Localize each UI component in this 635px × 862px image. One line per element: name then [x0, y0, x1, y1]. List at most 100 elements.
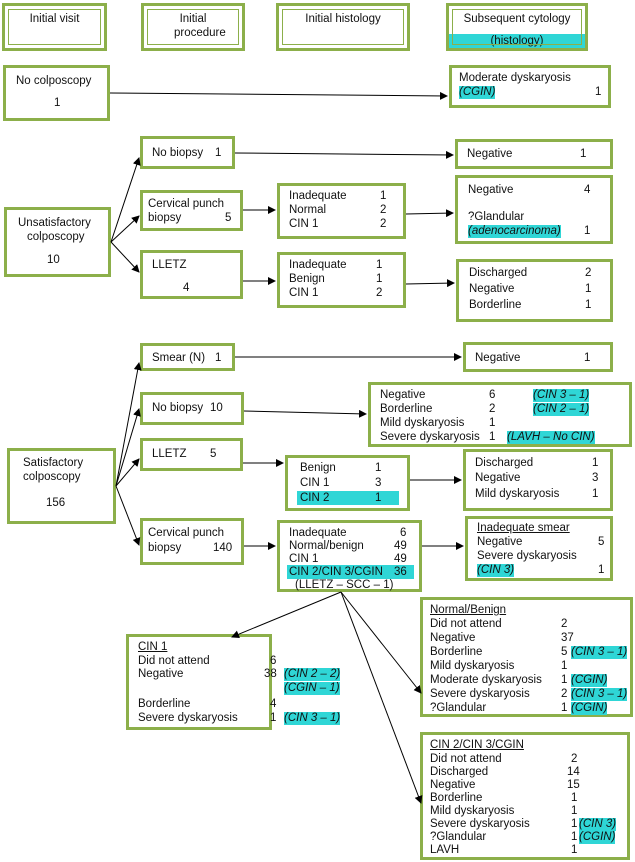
sat-punch-histology-box: Inadequate 6 Normal/benign 49 CIN 1 49 C…	[277, 520, 422, 592]
cin23-title: CIN 2/CIN 3/CGIN	[430, 739, 524, 751]
result-label: Negative	[477, 536, 523, 548]
sat-label-2: colposcopy	[23, 471, 81, 483]
sat-no-biopsy-label: No biopsy	[152, 402, 204, 414]
histology-count: 2	[376, 287, 383, 299]
normal-benign-title: Normal/Benign	[430, 604, 507, 616]
histology-count: 1	[380, 190, 387, 202]
result-hist: (CIN 3 – 1)	[571, 688, 628, 701]
sat-lletz-cin2-highlight	[297, 491, 399, 505]
result-label: Severe dyskaryosis	[430, 818, 530, 830]
sat-smear-result-box: Negative 1	[463, 342, 613, 372]
result-hist: (LAVH – No CIN)	[507, 431, 595, 444]
sat-punch-inadequate-box: Inadequate smear Negative 5 Severe dyska…	[465, 516, 613, 581]
arrow-line	[115, 458, 140, 487]
result-count: 1	[585, 299, 592, 311]
sat-punch-box: Cervical punch biopsy 140	[140, 518, 244, 565]
result-label: Borderline	[430, 792, 483, 804]
no-colposcopy-result-hist: (CGIN)	[459, 86, 496, 99]
result-label: Negative	[469, 283, 515, 295]
result-label: Moderate dyskaryosis	[430, 674, 542, 686]
no-colposcopy-result-count: 1	[595, 86, 602, 98]
sat-no-biopsy-count: 10	[210, 402, 223, 414]
result-count: 1	[270, 712, 277, 724]
result-count: 1	[598, 564, 605, 576]
histology-label: Benign	[289, 273, 325, 285]
no-colposcopy-label: No colposcopy	[16, 75, 92, 87]
sat-punch-count: 140	[213, 542, 233, 554]
unsat-punch-histology-box: Inadequate 1 Normal 2 CIN 1 2	[277, 183, 406, 239]
arrow-line	[340, 591, 422, 694]
sat-lletz-result-box: Discharged 1 Negative 3 Mild dyskaryosis…	[463, 449, 613, 511]
sat-no-biopsy-box: No biopsy 10	[140, 392, 244, 425]
unsat-label-2: colposcopy	[27, 231, 85, 243]
arrow-line	[110, 215, 140, 243]
result-count: 2	[571, 753, 578, 765]
result-hist: (CIN 3 – 1)	[571, 646, 628, 659]
histology-label: Inadequate	[289, 190, 347, 202]
result-label: Negative	[138, 668, 184, 680]
histology-note: (LLETZ – SCC – 1)	[295, 579, 394, 591]
histology-label: Normal/benign	[289, 540, 364, 552]
histology-label: Benign	[300, 462, 336, 474]
arrow-line	[110, 241, 140, 273]
sat-punch-label-1: Cervical punch	[148, 527, 225, 539]
header-initial-procedure: Initial procedure	[141, 3, 245, 51]
result-label: Borderline	[430, 646, 483, 658]
sat-lletz-label: LLETZ	[152, 448, 187, 460]
result-hist: (CGIN – 1)	[284, 682, 340, 695]
result-count: 2	[561, 618, 568, 630]
arrow-line	[405, 209, 454, 218]
unsat-no-biopsy-count: 1	[215, 147, 222, 159]
arrow-line	[234, 150, 454, 159]
arrow-line	[115, 362, 142, 487]
result-label: Did not attend	[138, 655, 210, 667]
sat-lletz-count: 5	[210, 448, 217, 460]
result-hist: (CIN 2 – 1)	[533, 403, 590, 416]
result-count: 1	[489, 417, 496, 429]
result-label: Mild dyskaryosis	[475, 488, 560, 500]
result-count: 38	[264, 668, 277, 680]
result-count: 1	[585, 283, 592, 295]
result-label: Did not attend	[430, 618, 502, 630]
result-label: Did not attend	[430, 753, 502, 765]
histology-count: 1	[376, 273, 383, 285]
histology-label: CIN 1	[289, 218, 319, 230]
sat-count: 156	[46, 497, 66, 509]
result-count: 3	[592, 472, 599, 484]
result-label: Mild dyskaryosis	[430, 660, 515, 672]
result-count: 2	[489, 403, 496, 415]
cin1-followup-box: CIN 1 Did not attend 6 Negative 38 (CIN …	[126, 634, 341, 730]
cin23-followup-box: CIN 2/CIN 3/CGIN Did not attend 2 Discha…	[420, 732, 630, 860]
header-subsequent-cytology: Subsequent cytology (histology)	[446, 3, 588, 51]
histology-count: 1	[375, 492, 382, 504]
unsat-no-biopsy-result-box: Negative 1	[455, 139, 613, 169]
unsat-lletz-box: LLETZ 4	[140, 250, 243, 299]
result-count: 5	[561, 646, 568, 658]
arrow-line	[115, 408, 141, 487]
no-colposcopy-count: 1	[54, 97, 61, 109]
histology-count: 2	[380, 204, 387, 216]
unsat-no-biopsy-result: Negative	[467, 148, 513, 160]
result-hist: (CIN 2 – 2)	[284, 668, 341, 681]
result-count: 14	[567, 766, 580, 778]
histology-count: 1	[376, 259, 383, 271]
result-count: 1	[571, 792, 578, 804]
arrow-line	[231, 591, 342, 639]
result-count: 1	[561, 674, 568, 686]
result-count: 2	[585, 267, 592, 279]
result-count: 1	[592, 488, 599, 500]
result-count: 1	[571, 831, 578, 843]
result-count: 1	[592, 457, 599, 469]
sat-label-1: Satisfactory	[23, 457, 84, 469]
unsat-punch-result-box: Negative 4 ?Glandular (adenocarcinoma) 1	[455, 175, 613, 244]
result-count: 4	[270, 698, 277, 710]
result-label: ?Glandular	[468, 211, 525, 223]
result-hist: (CIN 3 – 1)	[533, 389, 590, 402]
result-count: 2	[561, 688, 568, 700]
unsat-no-biopsy-result-count: 1	[580, 148, 587, 160]
result-label: Severe dyskaryosis	[477, 550, 577, 562]
result-label: Discharged	[430, 766, 489, 778]
result-count: 1	[489, 431, 496, 443]
sat-smear-count: 1	[215, 352, 222, 364]
